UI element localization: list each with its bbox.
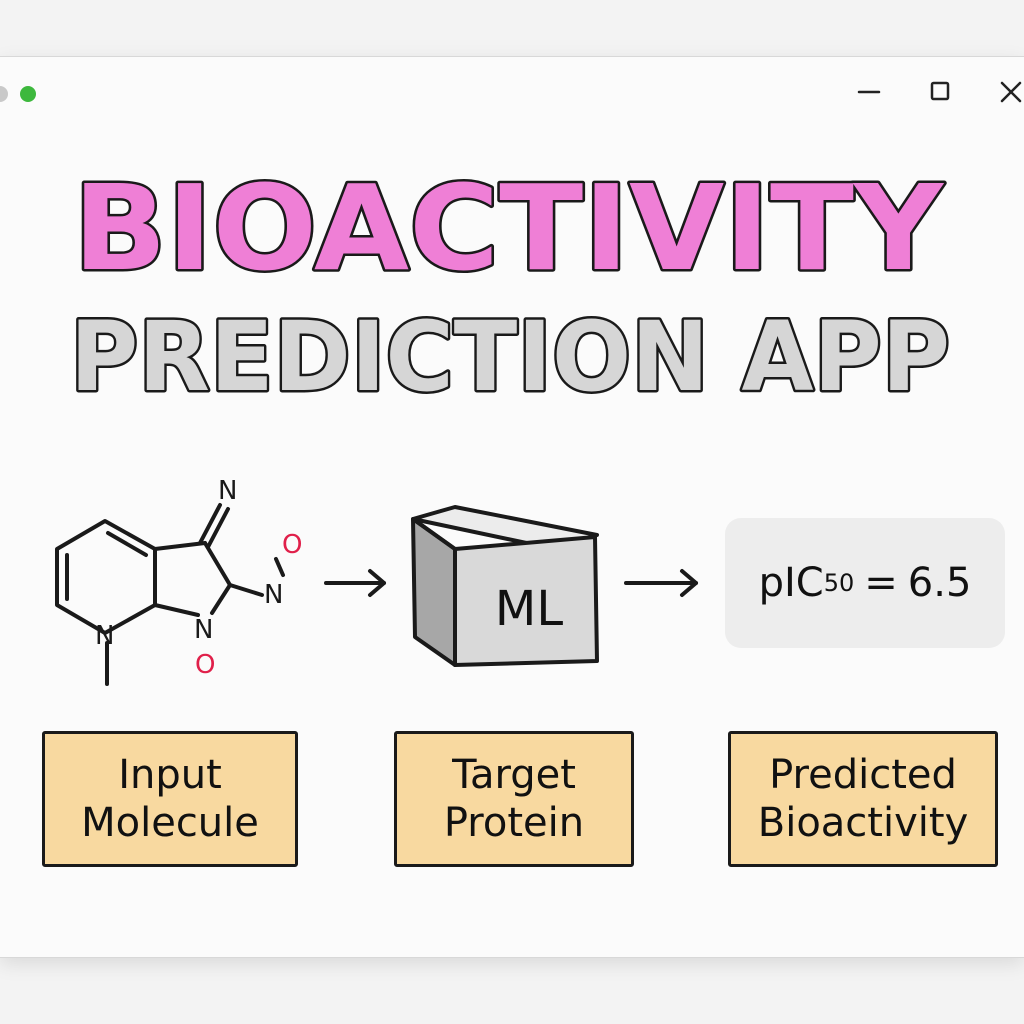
label-line: Molecule (81, 800, 259, 846)
close-icon (1000, 81, 1022, 103)
label-line: Protein (443, 800, 585, 846)
input-molecule-structure: N O N N N O (40, 477, 330, 697)
label-line: Bioactivity (757, 800, 969, 846)
result-prefix: pIC (758, 560, 824, 606)
target-protein-label: Target Protein (394, 731, 634, 867)
ml-model-cube: ML (405, 497, 605, 681)
arrow-right-icon (622, 563, 702, 607)
result-value: 6.5 (907, 560, 972, 606)
label-line: Predicted (769, 752, 957, 798)
label-line: Target (452, 752, 576, 798)
headline-line2: PREDICTION APP (70, 301, 950, 413)
predicted-bioactivity-label: Predicted Bioactivity (728, 731, 998, 867)
atom-o-bottom: O (195, 650, 215, 680)
atom-n-nitro: N (264, 580, 283, 610)
window-partial-dot[interactable] (0, 86, 8, 102)
result-subscript: 50 (823, 569, 855, 597)
arrow-right-icon (322, 563, 392, 607)
title-bar (0, 57, 1024, 127)
atom-o-top: O (282, 530, 302, 560)
label-line: Input (118, 752, 222, 798)
minimize-button[interactable] (852, 75, 886, 109)
result-equals: = (864, 560, 898, 606)
atom-n-ring: N (194, 615, 213, 645)
maximize-button[interactable] (923, 75, 957, 109)
headline-line1: BIOACTIVITY (73, 159, 945, 297)
minimize-icon (857, 90, 881, 94)
input-molecule-label: Input Molecule (42, 731, 298, 867)
atom-n-pyridine: N (95, 621, 114, 651)
close-button[interactable] (994, 75, 1024, 109)
maximize-icon (930, 81, 950, 101)
app-window: BIOACTIVITY PREDICTION APP N O N N N O (0, 56, 1024, 958)
atom-n-top: N (218, 477, 237, 506)
window-green-dot[interactable] (20, 86, 36, 102)
headline: BIOACTIVITY PREDICTION APP (0, 147, 1024, 417)
ml-label: ML (495, 581, 563, 637)
